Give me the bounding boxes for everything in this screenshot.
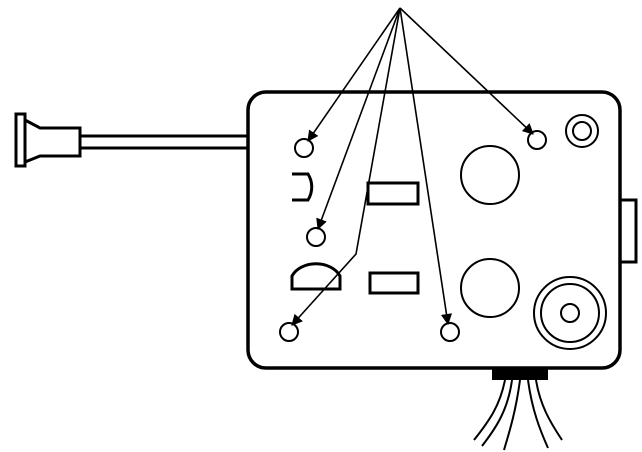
- mounting-hole: [294, 138, 314, 158]
- small-connector-inner: [572, 121, 592, 141]
- wire: [503, 379, 521, 451]
- probe-connector: [23, 117, 82, 165]
- large-ports: [460, 145, 520, 318]
- mounting-hole: [279, 322, 299, 342]
- leader-lines: [291, 7, 534, 326]
- d-opening-lower: [290, 262, 342, 291]
- small-connector: [565, 114, 599, 148]
- leader-arrow: [316, 7, 401, 231]
- leader-arrow: [399, 7, 534, 135]
- probe-rod: [78, 134, 252, 150]
- leader-arrow: [291, 7, 401, 326]
- mounting-hole: [306, 227, 326, 247]
- large-connector: [533, 276, 607, 350]
- leader-arrow: [307, 7, 401, 142]
- mounting-hole: [527, 130, 547, 150]
- slot-lower: [368, 271, 420, 295]
- wire: [527, 379, 549, 449]
- d-openings: [290, 172, 342, 291]
- large-port-lower: [460, 258, 520, 318]
- slot-upper: [366, 181, 420, 206]
- mounting-hole: [440, 322, 460, 342]
- wire: [481, 379, 513, 447]
- mounting-holes: [279, 130, 547, 342]
- large-port-upper: [460, 145, 520, 205]
- probe-arm: [14, 112, 252, 168]
- slots: [366, 181, 420, 295]
- wire: [473, 379, 506, 441]
- wire: [535, 379, 563, 441]
- leader-arrow: [399, 7, 453, 326]
- d-opening-upper: [292, 172, 314, 202]
- cable-gland: [492, 368, 548, 380]
- wire-bundle: [473, 379, 563, 451]
- large-connector-inner: [560, 303, 580, 323]
